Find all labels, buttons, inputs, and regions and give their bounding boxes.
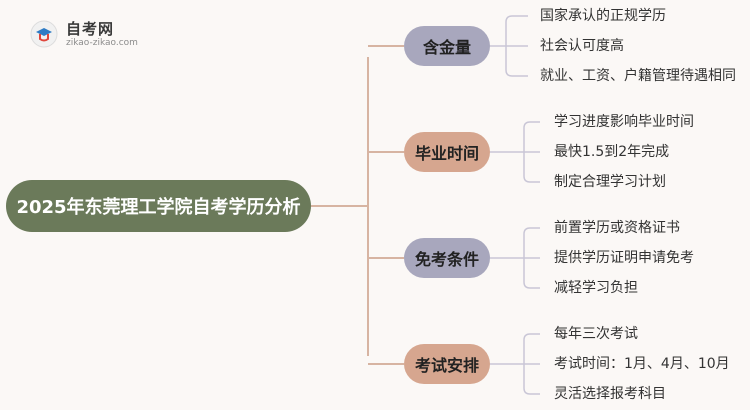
branch-node-4: 考试安排 <box>404 344 490 384</box>
leaf-3-1: 前置学历或资格证书 <box>554 220 680 236</box>
leaf-1-3: 就业、工资、户籍管理待遇相同 <box>540 68 736 84</box>
leaf-4-2: 考试时间：1月、4月、10月 <box>554 356 730 372</box>
leaf-connectors-2 <box>490 121 540 183</box>
leaf-3-2: 提供学历证明申请免考 <box>554 250 694 266</box>
graduation-cap-icon <box>30 20 58 48</box>
leaf-connectors-4 <box>490 333 540 395</box>
leaf-2-1: 学习进度影响毕业时间 <box>554 114 694 130</box>
leaf-1-1: 国家承认的正规学历 <box>540 8 666 24</box>
leaf-connectors-3 <box>490 227 540 289</box>
leaf-2-2: 最快1.5到2年完成 <box>554 144 670 160</box>
branch-node-3: 免考条件 <box>404 238 490 278</box>
leaf-1-2: 社会认可度高 <box>540 38 624 54</box>
leaf-4-3: 灵活选择报考科目 <box>554 386 666 402</box>
logo-name: 自考网 <box>66 20 115 38</box>
leaf-4-1: 每年三次考试 <box>554 326 638 342</box>
leaf-3-3: 减轻学习负担 <box>554 280 638 296</box>
leaf-2-3: 制定合理学习计划 <box>554 174 666 190</box>
root-node: 2025年东莞理工学院自考学历分析 <box>6 180 311 232</box>
branch-node-1: 含金量 <box>404 26 490 66</box>
logo-url: zikao-zikao.com <box>66 38 138 48</box>
branch-node-2: 毕业时间 <box>404 132 490 172</box>
site-logo[interactable]: 自考网 zikao-zikao.com <box>30 16 140 52</box>
leaf-connectors-1 <box>490 15 528 77</box>
